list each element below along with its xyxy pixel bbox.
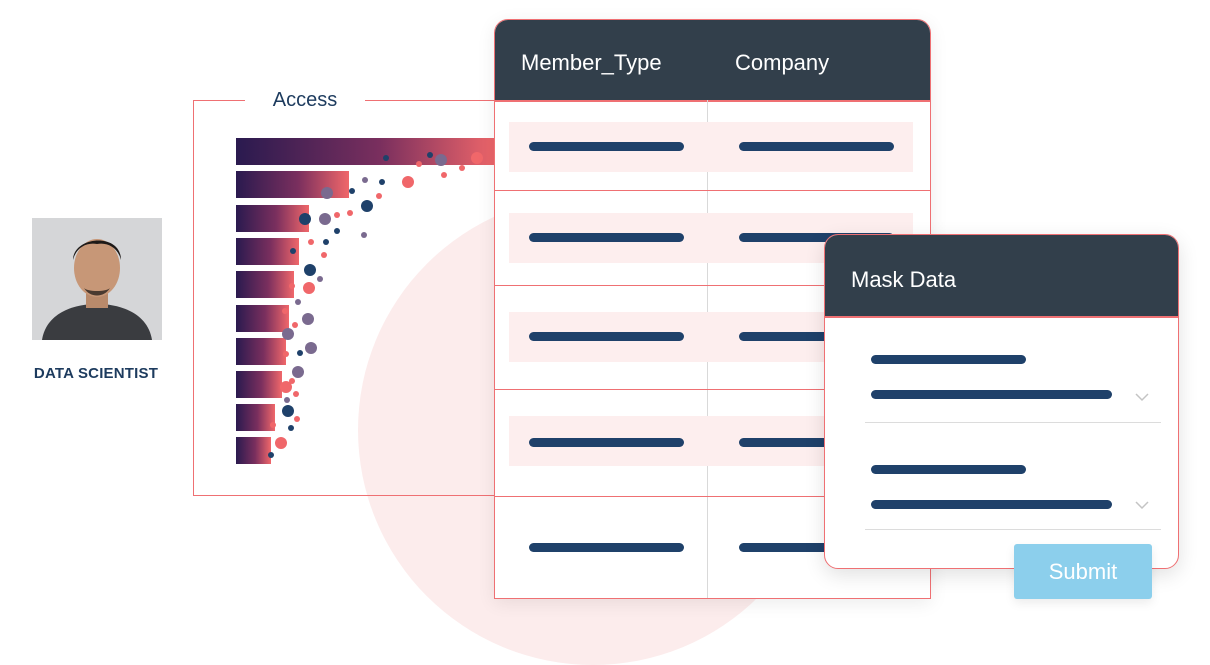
access-bar: [236, 205, 309, 232]
mask-dialog-header: Mask Data: [825, 235, 1178, 318]
field-label-placeholder: [871, 355, 1026, 364]
chevron-down-icon[interactable]: [1135, 501, 1149, 510]
column-header-member-type[interactable]: Member_Type: [521, 50, 662, 75]
access-bar: [236, 338, 286, 365]
access-bar: [236, 305, 289, 332]
cell-placeholder: [739, 438, 894, 447]
cell-placeholder: [529, 543, 684, 552]
cell-placeholder: [529, 332, 684, 341]
persona-label: DATA SCIENTIST: [33, 365, 159, 382]
table-row[interactable]: [495, 497, 930, 598]
field-divider: [865, 529, 1161, 530]
cell-placeholder: [739, 543, 894, 552]
column-header-company[interactable]: Company: [735, 50, 830, 75]
access-bar: [236, 138, 498, 165]
table-row[interactable]: [495, 100, 930, 191]
access-bar: [236, 404, 275, 431]
field-value-placeholder[interactable]: [871, 390, 1112, 399]
access-bar: [236, 371, 282, 398]
table-header: Member_Type Company: [495, 20, 930, 102]
cell-placeholder: [529, 233, 684, 242]
access-bar: [236, 238, 299, 265]
cell-placeholder: [529, 438, 684, 447]
access-bar: [236, 437, 271, 464]
field-divider: [865, 422, 1161, 423]
cell-placeholder: [739, 142, 894, 151]
cell-placeholder: [739, 332, 894, 341]
cell-placeholder: [739, 233, 894, 242]
scatter-dots: [268, 152, 483, 458]
mask-dialog-title: Mask Data: [851, 267, 957, 292]
cell-placeholder: [529, 142, 684, 151]
mask-data-dialog: Mask Data: [824, 234, 1179, 569]
field-value-placeholder[interactable]: [871, 500, 1112, 509]
access-title: Access: [245, 89, 365, 112]
access-bar: [236, 271, 294, 298]
user-avatar: [32, 218, 162, 340]
field-label-placeholder: [871, 465, 1026, 474]
chevron-down-icon[interactable]: [1135, 393, 1149, 402]
access-bars: [236, 138, 498, 468]
submit-button[interactable]: Submit: [1014, 544, 1152, 599]
